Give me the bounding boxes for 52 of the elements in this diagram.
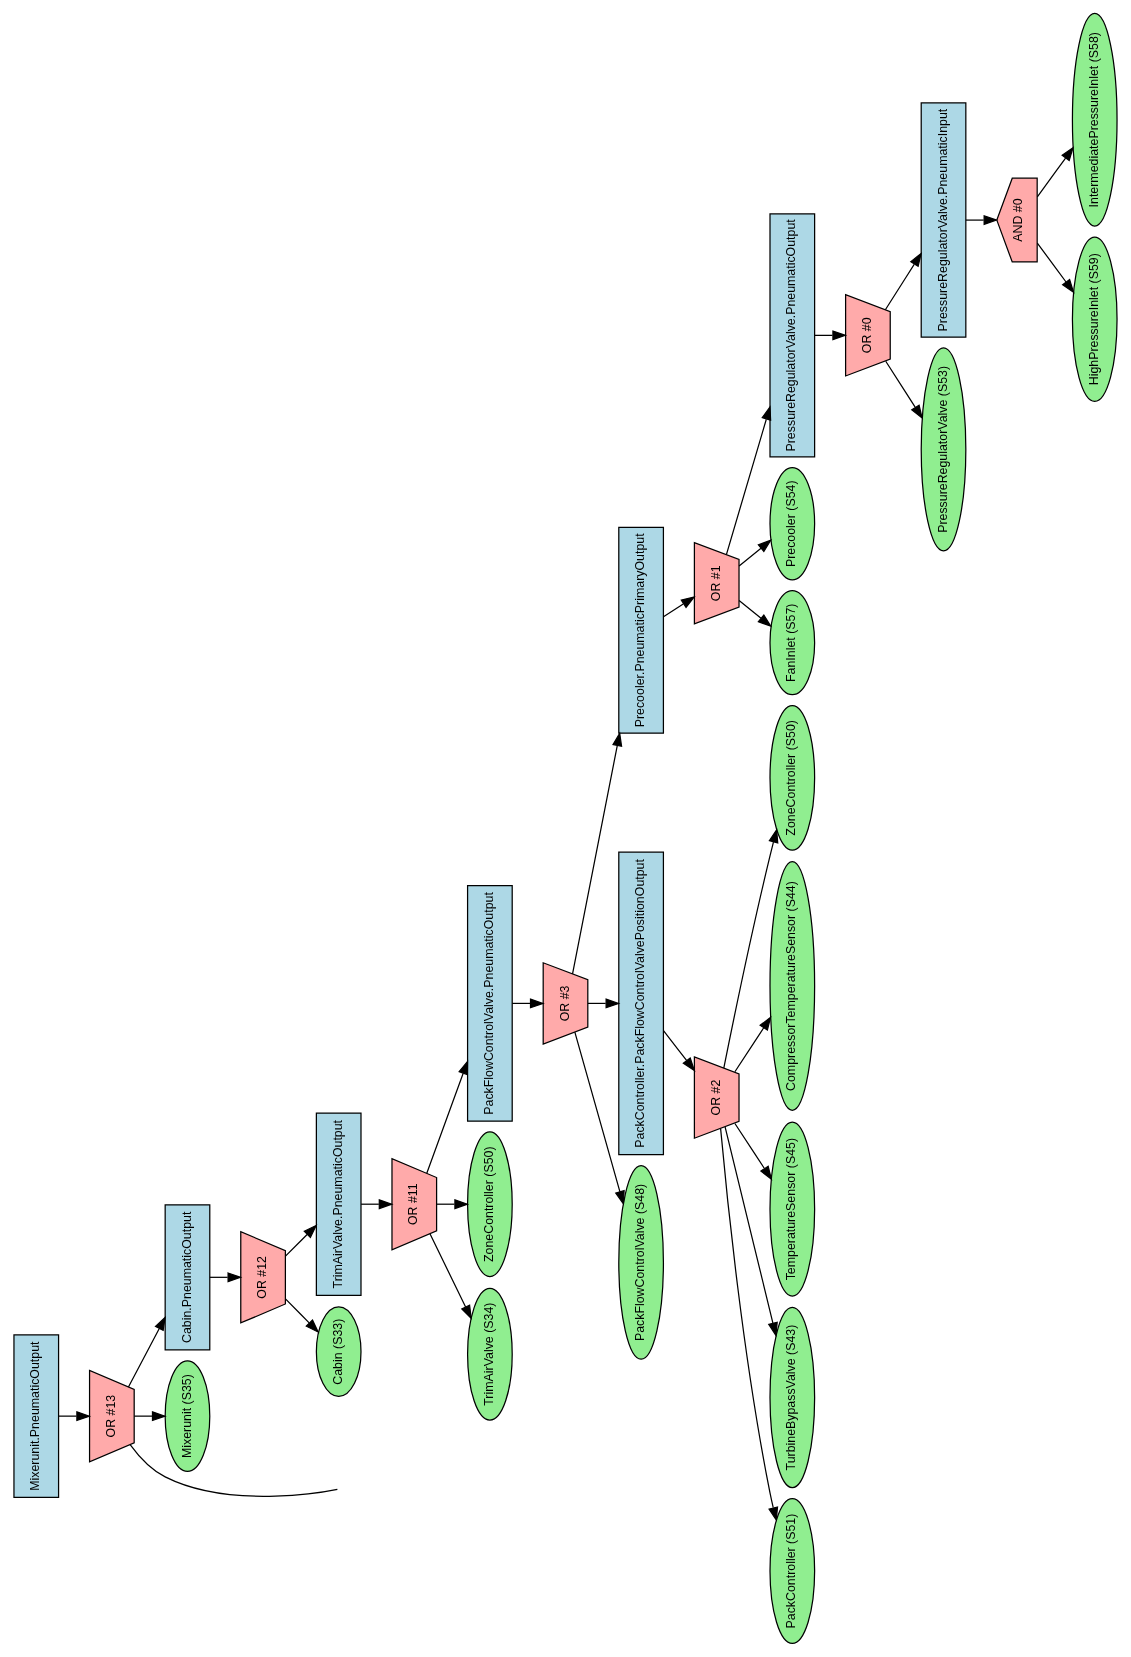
node-box: OR #13 — [88, 1369, 135, 1463]
arrow — [885, 360, 924, 420]
arrow — [738, 539, 773, 567]
node-ellipse: ZoneController (S50) — [466, 1131, 513, 1278]
node-box: OR #3 — [542, 961, 589, 1045]
node-ellipse: TrimAirValve (S34) — [466, 1287, 513, 1421]
arrow — [725, 405, 772, 555]
arrow — [884, 251, 923, 311]
node-ellipse: Precooler (S54) — [769, 467, 816, 581]
node-box: OR #2 — [693, 1056, 740, 1140]
arrow — [734, 1122, 773, 1181]
node-ellipse: HighPressureInlet (S59) — [1071, 236, 1118, 402]
arrow — [965, 214, 999, 226]
arrow — [284, 1224, 318, 1257]
node-ellipse: PackFlowControlValve (S48) — [618, 1165, 665, 1360]
node-box: OR #0 — [845, 293, 891, 377]
arrow — [723, 828, 779, 1069]
node-box: OR #12 — [240, 1230, 286, 1324]
arrow — [58, 1410, 92, 1422]
arrow — [574, 1031, 625, 1206]
arrow — [662, 595, 696, 618]
node-box: Cabin.PneumaticOutput — [164, 1204, 211, 1351]
node-ellipse: FanInlet (S57) — [769, 590, 816, 696]
node-ellipse: Mixerunit (S35) — [164, 1360, 211, 1473]
arrow — [738, 599, 773, 628]
arrow — [284, 1298, 320, 1334]
arrow — [1036, 242, 1075, 294]
node-box: Mixerunit.PneumaticOutput — [13, 1334, 60, 1498]
node-box: PressureRegulatorValve.PneumaticInput — [920, 102, 967, 338]
arrow — [133, 1410, 167, 1422]
connector — [129, 1443, 338, 1497]
arrow — [662, 1030, 696, 1072]
node-ellipse: CompressorTemperatureSensor (S44) — [769, 861, 816, 1111]
node-ellipse: Cabin (S33) — [315, 1306, 362, 1398]
node-box: PackFlowControlValve.PneumaticOutput — [466, 885, 513, 1122]
node-ellipse: PressureRegulatorValve (S53) — [920, 347, 967, 552]
arrow — [571, 731, 623, 975]
arrow — [1036, 146, 1075, 198]
node-ellipse: TemperatureSensor (S45) — [769, 1121, 816, 1297]
arrow — [127, 1315, 166, 1388]
node-box: TrimAirValve.PneumaticOutput — [315, 1112, 362, 1296]
arrow — [720, 1127, 779, 1522]
node-box: OR #1 — [693, 541, 740, 625]
node-box: Precooler.PneumaticPrimaryOutput — [618, 526, 665, 734]
arrow — [426, 1059, 469, 1174]
arrow — [734, 1015, 772, 1073]
node-box: OR #11 — [391, 1157, 438, 1251]
node-box: PressureRegulatorValve.PneumaticOutput — [769, 213, 816, 458]
arrow — [724, 1126, 778, 1338]
node-ellipse: IntermediatePressureInlet (S58) — [1071, 12, 1118, 227]
arrow — [429, 1233, 472, 1320]
node-box: PackController.PackFlowControlValvePositionOutput — [618, 851, 665, 1156]
